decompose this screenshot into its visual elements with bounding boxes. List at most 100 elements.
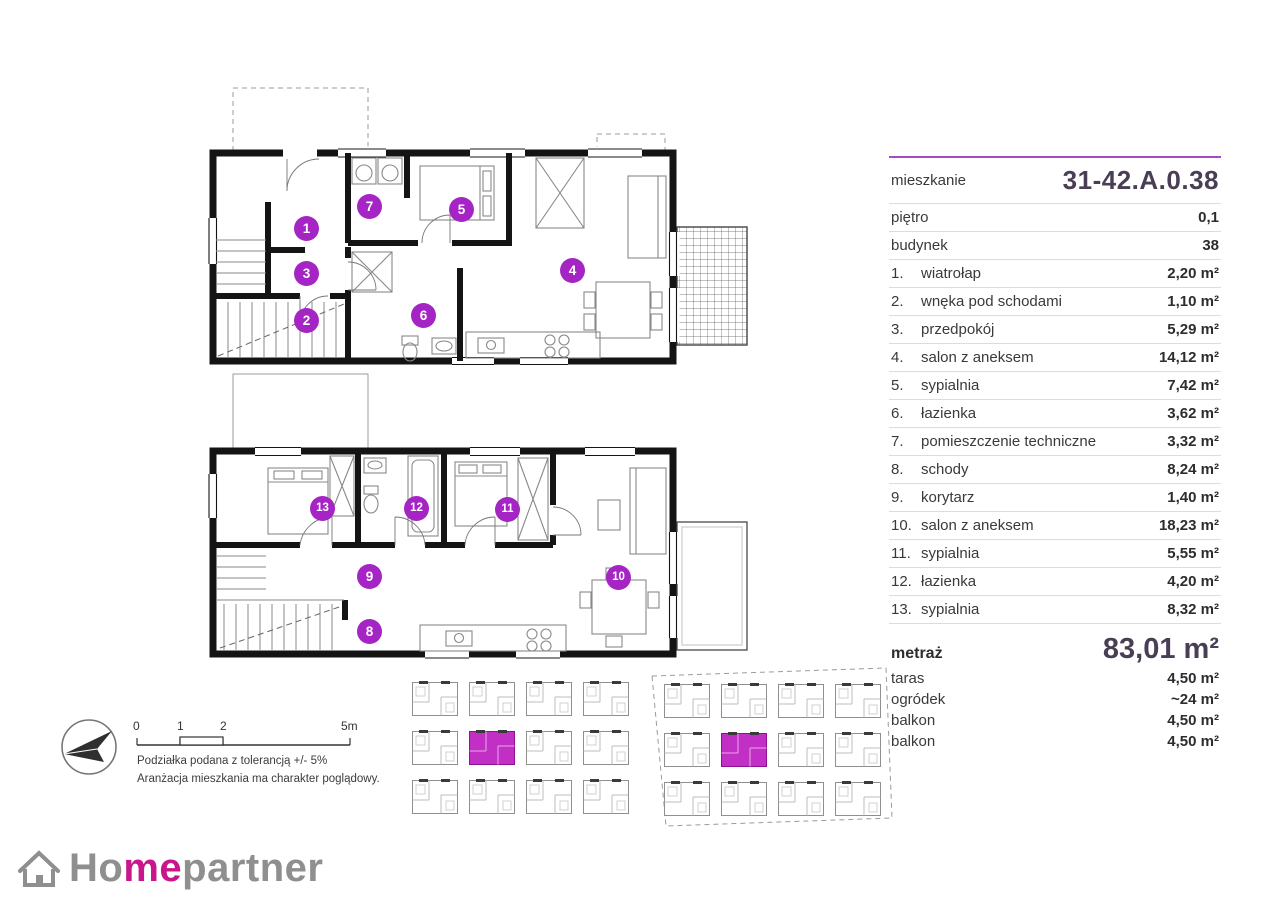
- room-area: 8,24 m²: [1167, 461, 1219, 478]
- room-name: łazienka: [921, 573, 977, 590]
- extra-value: 4,50 m²: [1167, 733, 1219, 750]
- logo-part-2: me: [123, 846, 183, 890]
- total-area-label: metraż: [891, 645, 943, 662]
- room-name: korytarz: [921, 489, 975, 506]
- room-row: 13. sypialnia 8,32 m²: [889, 596, 1221, 624]
- room-marker-9: 9: [357, 564, 382, 589]
- room-marker-5: 5: [449, 197, 474, 222]
- highlighted-unit-left: [469, 729, 515, 765]
- upper-floor-plan: [206, 87, 748, 368]
- room-area: 5,55 m²: [1167, 545, 1219, 562]
- room-number: 7.: [891, 433, 904, 450]
- room-area: 2,20 m²: [1167, 265, 1219, 282]
- logo-part-3: partner: [182, 846, 324, 890]
- room-row: 9. korytarz 1,40 m²: [889, 484, 1221, 512]
- apartment-number: 31-42.A.0.38: [1062, 165, 1219, 195]
- room-area: 8,32 m²: [1167, 601, 1219, 618]
- room-name: sypialnia: [921, 377, 980, 394]
- room-area: 18,23 m²: [1158, 517, 1219, 534]
- apartment-row: mieszkanie 31-42.A.0.38: [889, 156, 1221, 204]
- extra-value: 4,50 m²: [1167, 670, 1219, 687]
- extra-label: ogródek: [891, 691, 946, 708]
- room-area: 1,40 m²: [1167, 489, 1219, 506]
- room-area: 4,20 m²: [1167, 573, 1219, 590]
- room-row: 5. sypialnia 7,42 m²: [889, 372, 1221, 400]
- room-row: 11. sypialnia 5,55 m²: [889, 540, 1221, 568]
- building-value: 38: [1202, 237, 1219, 254]
- room-number: 10.: [891, 517, 912, 534]
- scale-tick-1: 1: [177, 719, 184, 733]
- tolerance-note: Podziałka podana z tolerancją +/- 5%: [137, 755, 328, 767]
- site-boundary: [651, 667, 893, 827]
- room-marker-1: 1: [294, 216, 319, 241]
- stairs-lower: [216, 555, 344, 650]
- room-area: 3,32 m²: [1167, 433, 1219, 450]
- floor-value: 0,1: [1198, 209, 1219, 226]
- room-marker-7: 7: [357, 194, 382, 219]
- lower-floor-plan: [206, 373, 748, 661]
- room-name: salon z aneksem: [921, 349, 1034, 366]
- scale-tick-2: 2: [220, 719, 227, 733]
- room-number: 3.: [891, 321, 904, 338]
- room-area: 1,10 m²: [1167, 293, 1219, 310]
- room-row: 3. przedpokój 5,29 m²: [889, 316, 1221, 344]
- room-row: 2. wnęka pod schodami 1,10 m²: [889, 288, 1221, 316]
- terrace-hatch: [676, 226, 748, 346]
- balcony-outline: [676, 521, 748, 651]
- scale-tick-0: 0: [133, 719, 140, 733]
- room-number: 5.: [891, 377, 904, 394]
- room-name: salon z aneksem: [921, 517, 1034, 534]
- room-marker-2: 2: [294, 308, 319, 333]
- room-marker-13: 13: [310, 496, 335, 521]
- room-row: 10. salon z aneksem 18,23 m²: [889, 512, 1221, 540]
- extra-label: balkon: [891, 712, 936, 729]
- floor-label: piętro: [891, 209, 929, 226]
- room-name: sypialnia: [921, 545, 980, 562]
- room-marker-8: 8: [357, 619, 382, 644]
- room-row: 8. schody 8,24 m²: [889, 456, 1221, 484]
- house-icon: [18, 850, 60, 887]
- info-panel: mieszkanie 31-42.A.0.38 piętro 0,1 budyn…: [889, 156, 1221, 752]
- room-area: 14,12 m²: [1158, 349, 1219, 366]
- room-name: wnęka pod schodami: [921, 293, 1062, 310]
- room-area: 7,42 m²: [1167, 377, 1219, 394]
- room-area: 3,62 m²: [1167, 405, 1219, 422]
- room-marker-11: 11: [495, 497, 520, 522]
- room-number: 11.: [891, 545, 911, 562]
- room-number: 2.: [891, 293, 904, 310]
- extra-row-taras: taras 4,50 m²: [889, 668, 1221, 689]
- site-thumbnails: [412, 667, 893, 827]
- room-name: przedpokój: [921, 321, 995, 338]
- room-number: 9.: [891, 489, 904, 506]
- total-area-row: metraż 83,01 m²: [889, 624, 1221, 668]
- extra-row-ogrodek: ogródek ~24 m²: [889, 689, 1221, 710]
- extra-value: ~24 m²: [1171, 691, 1219, 708]
- room-area: 5,29 m²: [1167, 321, 1219, 338]
- highlighted-unit-right: [721, 731, 767, 767]
- room-name: schody: [921, 461, 969, 478]
- compass-icon: [61, 719, 117, 775]
- total-area-value: 83,01 m²: [1102, 633, 1219, 665]
- room-name: łazienka: [921, 405, 977, 422]
- logo: Homepartner: [16, 846, 323, 890]
- floor-row: piętro 0,1: [889, 204, 1221, 232]
- building-label: budynek: [891, 237, 948, 254]
- room-number: 13.: [891, 601, 912, 618]
- room-marker-3: 3: [294, 261, 319, 286]
- arrangement-note: Aranżacja mieszkania ma charakter pogląd…: [137, 773, 380, 785]
- apartment-label: mieszkanie: [891, 172, 967, 189]
- logo-part-1: Ho: [69, 846, 124, 890]
- room-marker-6: 6: [411, 303, 436, 328]
- room-number: 4.: [891, 349, 904, 366]
- extra-label: balkon: [891, 733, 936, 750]
- scale-tick-5m: 5m: [341, 719, 358, 733]
- room-name: sypialnia: [921, 601, 980, 618]
- extra-label: taras: [891, 670, 925, 687]
- room-number: 8.: [891, 461, 904, 478]
